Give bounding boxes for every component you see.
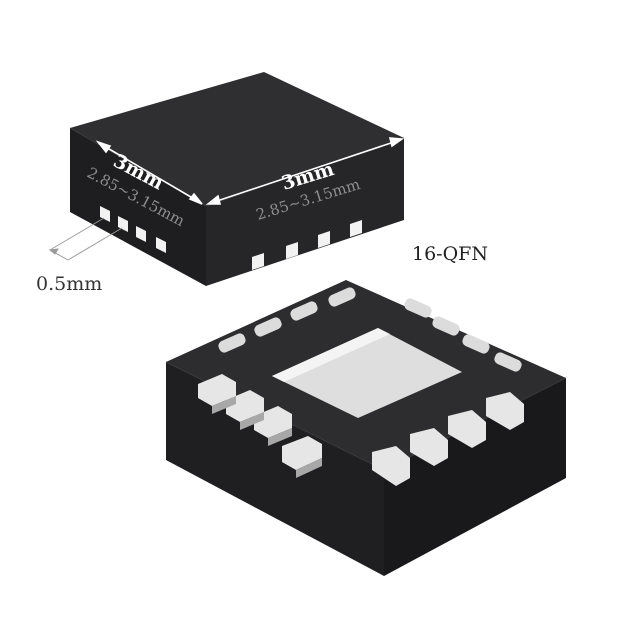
- pin-pad: [328, 287, 356, 307]
- pin-pad: [118, 216, 128, 232]
- pin-pad-shadow: [240, 412, 264, 430]
- top-chip-top-face: [70, 72, 404, 206]
- top-chip-left-pins: [100, 206, 166, 253]
- thermal-pad-highlight: [272, 328, 390, 382]
- pin-pad: [494, 352, 522, 372]
- pin-pad: [410, 428, 448, 466]
- top-chip: 3mm 2.85~3.15mm 3mm 2.85~3.15mm 0.5mm: [36, 72, 405, 295]
- thermal-pad: [272, 328, 462, 418]
- top-chip-right-pins: [252, 220, 362, 270]
- dimension-arrow-right: [205, 137, 405, 205]
- pin-pad: [318, 231, 330, 248]
- dim-pin-pitch: 0.5mm: [36, 273, 102, 295]
- pin-pad: [448, 410, 486, 448]
- package-label: 16-QFN: [412, 243, 488, 265]
- pin-pad: [462, 334, 490, 354]
- pin-pad: [254, 317, 282, 337]
- pin-pad: [486, 392, 524, 430]
- pin-pad-shadow: [268, 428, 292, 446]
- pin-pad-shadow: [296, 458, 322, 478]
- pitch-leader-lines: [48, 217, 123, 261]
- pin-pad: [372, 446, 410, 486]
- pin-pad-shadow: [212, 396, 236, 414]
- pads-back-left: [218, 287, 356, 353]
- pin-pad: [100, 206, 110, 222]
- pin-pad: [290, 301, 318, 321]
- dimension-arrow-left: [95, 140, 203, 205]
- bottom-chip-right-face: [384, 378, 566, 576]
- pin-pad: [282, 436, 322, 470]
- pin-pad: [404, 298, 432, 318]
- pin-pad: [198, 374, 236, 406]
- bottom-chip-left-face: [166, 362, 384, 576]
- pads-front-right: [372, 392, 524, 486]
- pin-pad: [252, 253, 264, 270]
- top-chip-right-face: [206, 138, 404, 286]
- pads-front-left: [198, 374, 322, 478]
- bottom-chip: [165, 280, 567, 576]
- pin-pad: [350, 220, 362, 237]
- top-chip-left-face: [70, 128, 206, 286]
- pin-pad: [286, 242, 298, 259]
- pin-pad: [136, 226, 146, 242]
- pin-pad: [218, 333, 246, 353]
- pin-pad: [156, 237, 166, 253]
- pads-back-right: [404, 298, 522, 372]
- pin-pad: [432, 316, 460, 336]
